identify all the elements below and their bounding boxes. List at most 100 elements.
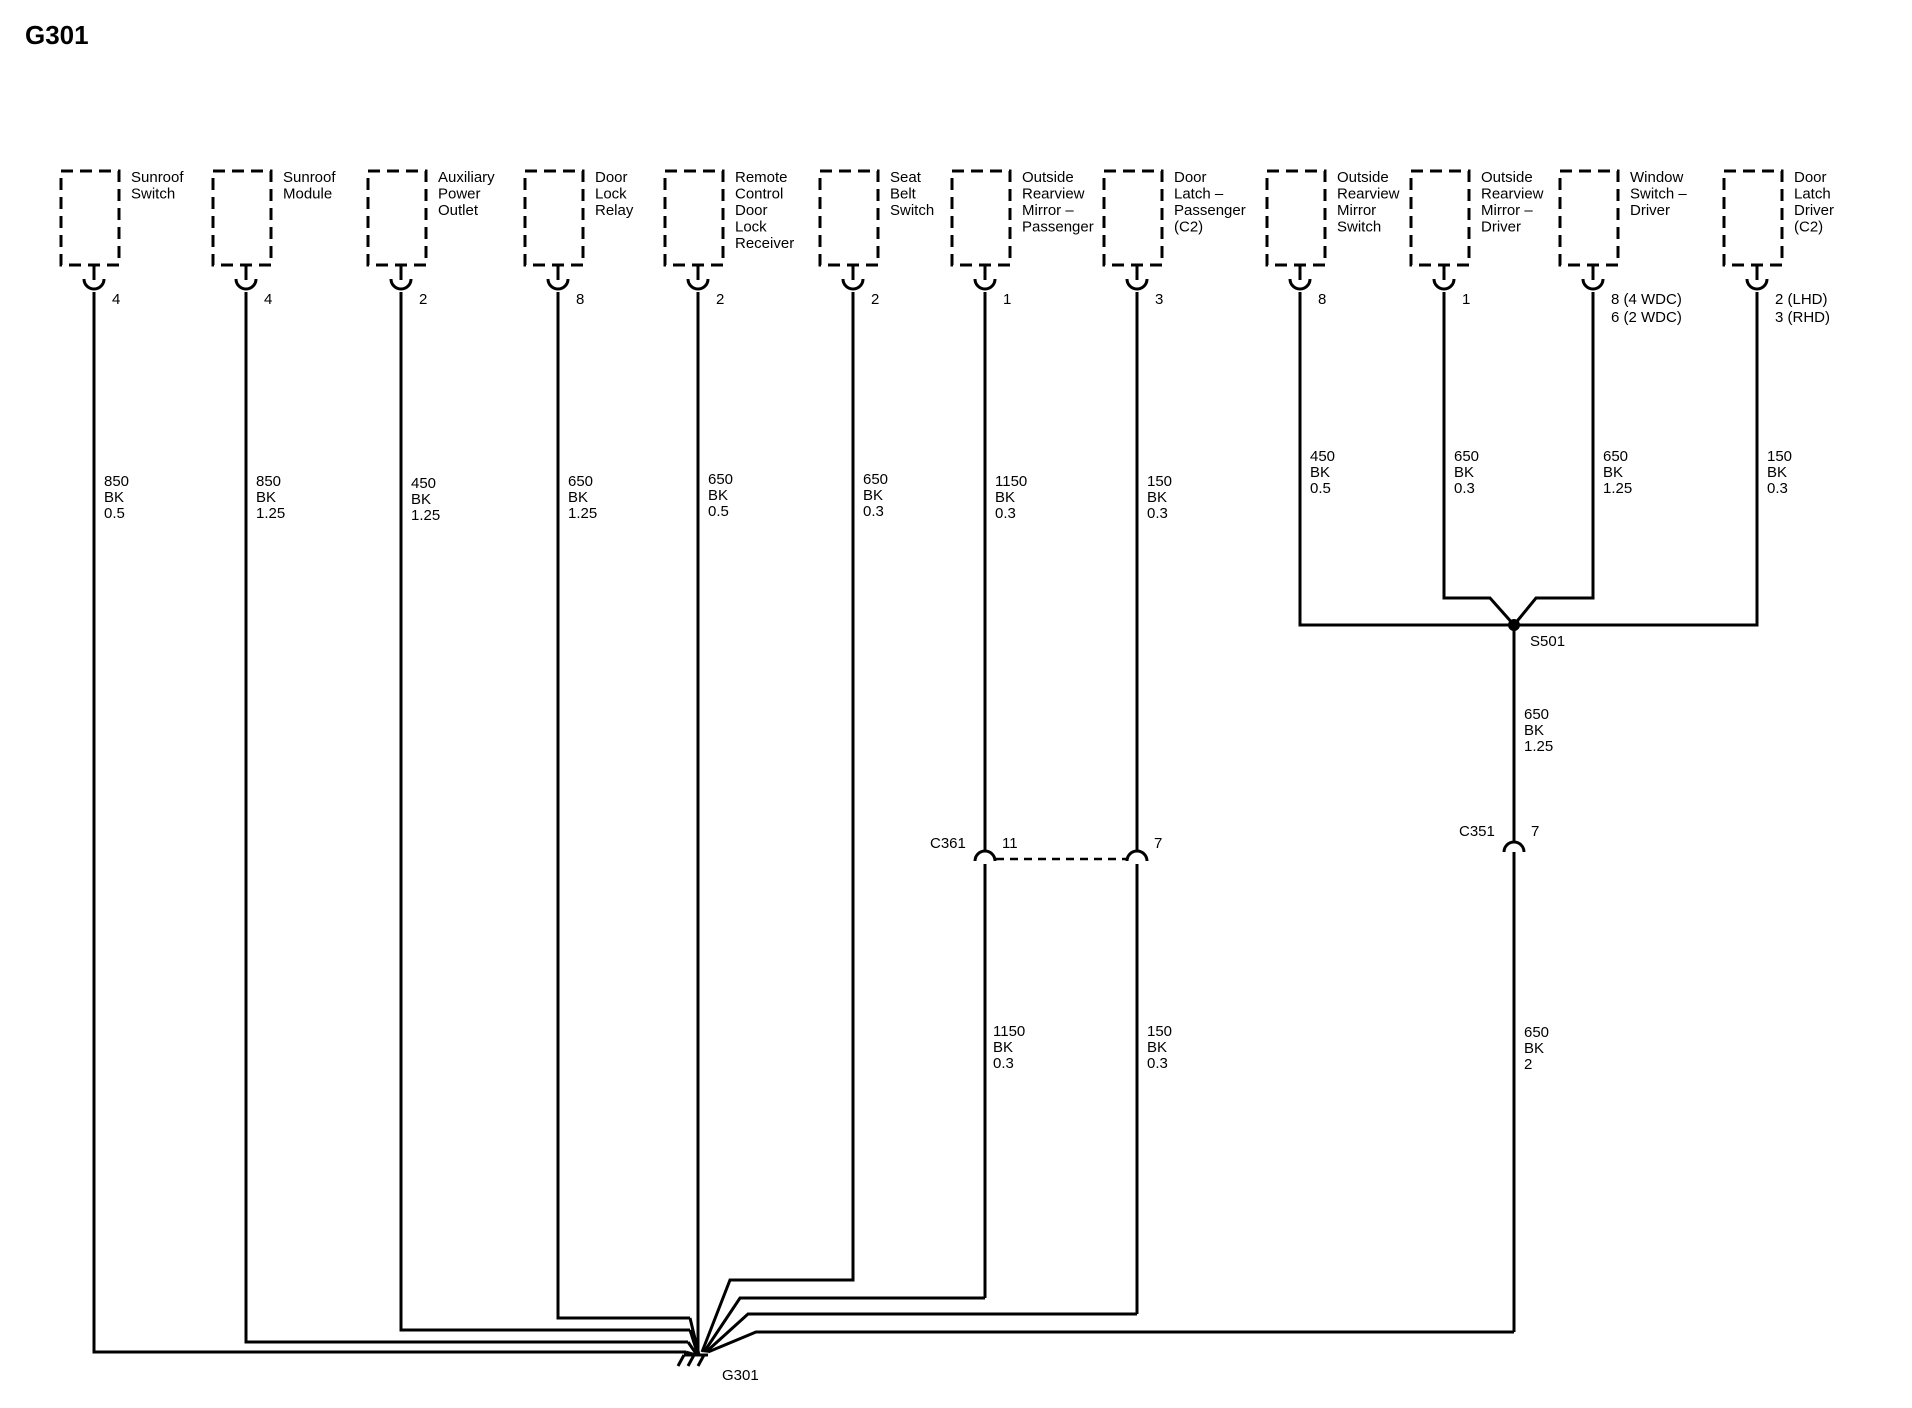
component-label: (C2)	[1794, 219, 1823, 236]
pin-number: 1	[1003, 291, 1011, 308]
component-label: Driver	[1794, 202, 1834, 219]
terminal-icon	[686, 265, 710, 291]
wire-aux-outlet-to-g301	[399, 292, 690, 1332]
terminal-icon	[1288, 265, 1312, 291]
wire-mirror-switch-to-s501	[1298, 292, 1514, 627]
component-box	[1409, 169, 1471, 267]
g301-label: G301	[722, 1367, 759, 1384]
terminal-icon	[1581, 265, 1605, 291]
wire-harness	[92, 292, 1759, 1357]
component-label: Rearview	[1337, 186, 1400, 203]
wire-spec: 1.25	[1524, 738, 1553, 755]
component-box	[59, 169, 121, 267]
component-label: Belt	[890, 186, 917, 203]
component-label: Latch	[1794, 186, 1831, 203]
wire-spec: 850	[256, 473, 281, 490]
s501-label: S501	[1530, 633, 1565, 650]
wire-spec: BK	[256, 489, 276, 506]
pin-number: 2	[419, 291, 427, 308]
wire-spec: 1.25	[1603, 480, 1632, 497]
component-label: Remote	[735, 169, 788, 186]
wire-spec: 0.3	[993, 1055, 1014, 1072]
wire-spec: BK	[1524, 1040, 1544, 1057]
terminal-icon	[841, 265, 865, 291]
wire-spec: BK	[993, 1039, 1013, 1056]
component-box	[1265, 169, 1327, 267]
wire-spec: BK	[1310, 464, 1330, 481]
wire-spec: 0.3	[1767, 480, 1788, 497]
wire-spec: 1150	[995, 473, 1027, 490]
wire-spec: 1.25	[411, 507, 440, 524]
component-box	[366, 169, 428, 267]
pin-number: 2 (LHD)	[1775, 291, 1828, 308]
wire-spec: 0.3	[995, 505, 1016, 522]
wire-spec: 0.3	[863, 503, 884, 520]
wire-spec: BK	[568, 489, 588, 506]
wire-spec: 1.25	[256, 505, 285, 522]
component-label: Driver	[1481, 219, 1521, 236]
wire-seat-belt-to-g301	[700, 292, 855, 1353]
component-label: Driver	[1630, 202, 1670, 219]
wire-fan-1	[702, 1296, 985, 1353]
wire-spec: 0.5	[1310, 480, 1331, 497]
component-label: Door	[595, 169, 628, 186]
wire-door-latch-driver-to-s501	[1514, 292, 1759, 627]
component-label: Sunroof	[131, 169, 184, 186]
s501-splice-node	[1508, 619, 1520, 631]
wire-sunroof-module-to-g301	[244, 292, 688, 1344]
wire-spec: BK	[995, 489, 1015, 506]
component-label: Outside	[1337, 169, 1389, 186]
wire-door-lock-relay-to-g301	[556, 292, 690, 1320]
component-label: Outlet	[438, 202, 479, 219]
wire-spec: 0.5	[104, 505, 125, 522]
pin-number: 1	[1462, 291, 1470, 308]
component-label: Rearview	[1022, 186, 1085, 203]
pin-number: 6 (2 WDC)	[1611, 309, 1682, 326]
pin-number: 2	[871, 291, 879, 308]
component-label: Lock	[595, 186, 627, 203]
wire-fan-2	[704, 1312, 1137, 1354]
wire-spec: BK	[1524, 722, 1544, 739]
wire-spec: 650	[1524, 1024, 1549, 1041]
component-label: Module	[283, 186, 332, 203]
c361-pin-latch: 7	[1154, 835, 1162, 852]
component-label: Lock	[735, 219, 767, 236]
component-label: Outside	[1022, 169, 1074, 186]
wire-spec: BK	[104, 489, 124, 506]
pin-number: 3 (RHD)	[1775, 309, 1830, 326]
terminal-icon	[82, 265, 106, 291]
component-box	[950, 169, 1012, 267]
wire-spec: 150	[1147, 1023, 1172, 1040]
component-label: Passenger	[1174, 202, 1246, 219]
component-label: Seat	[890, 169, 922, 186]
wire-spec: 650	[568, 473, 593, 490]
component-label: Switch –	[1630, 186, 1687, 203]
terminal-icon	[1125, 265, 1149, 291]
terminal-icon	[389, 265, 413, 291]
wire-spec: 0.3	[1454, 480, 1475, 497]
wire-spec: 0.5	[708, 503, 729, 520]
component-label: Mirror	[1337, 202, 1376, 219]
component-label: Outside	[1481, 169, 1533, 186]
component-label: Window	[1630, 169, 1684, 186]
component-box	[523, 169, 585, 267]
wire-spec: 650	[708, 471, 733, 488]
terminal-icon	[1432, 265, 1456, 291]
wire-spec: 1150	[993, 1023, 1025, 1040]
pin-number: 8	[576, 291, 584, 308]
wire-spec: BK	[1603, 464, 1623, 481]
component-label: Relay	[595, 202, 634, 219]
component-label: Receiver	[735, 235, 794, 252]
component-label: Rearview	[1481, 186, 1544, 203]
wire-spec: 150	[1147, 473, 1172, 490]
wire-spec: 0.3	[1147, 1055, 1168, 1072]
